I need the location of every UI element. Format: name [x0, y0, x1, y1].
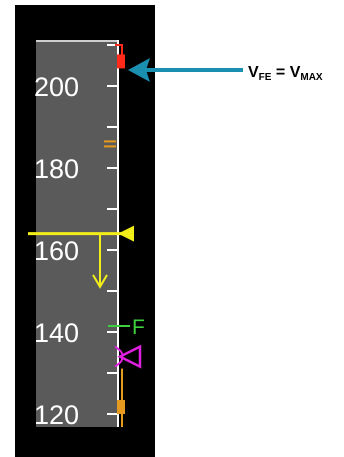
vmax-callout-arrow: [128, 58, 243, 82]
scale-labels: 200 180 160 140 120: [34, 72, 79, 430]
speed-trend-arrowhead: [92, 274, 108, 289]
current-speed-pointer: [118, 225, 134, 242]
scale-label-180: 180: [34, 154, 79, 184]
flap-marker-label: F: [132, 316, 145, 339]
max-subscript: MAX: [300, 72, 323, 83]
scale-ticks: [107, 44, 118, 415]
vfe-vmax-label: VFE = VMAX: [248, 64, 323, 83]
vmax-marker: [117, 54, 125, 69]
scale-label-140: 140: [34, 318, 79, 348]
v-letter-2: V: [289, 64, 301, 81]
v-letter-1: V: [248, 64, 259, 81]
fe-subscript: FE: [258, 72, 272, 83]
target-speed-bug: [117, 344, 142, 369]
scale-label-200: 200: [34, 72, 79, 102]
target-bug-bracket: [114, 345, 124, 368]
scale-label-120: 120: [34, 400, 79, 430]
scale-label-160: 160: [34, 236, 79, 266]
speed-markers: F: [28, 44, 145, 427]
low-speed-marker: [117, 400, 125, 414]
equals-sign: =: [271, 64, 290, 81]
